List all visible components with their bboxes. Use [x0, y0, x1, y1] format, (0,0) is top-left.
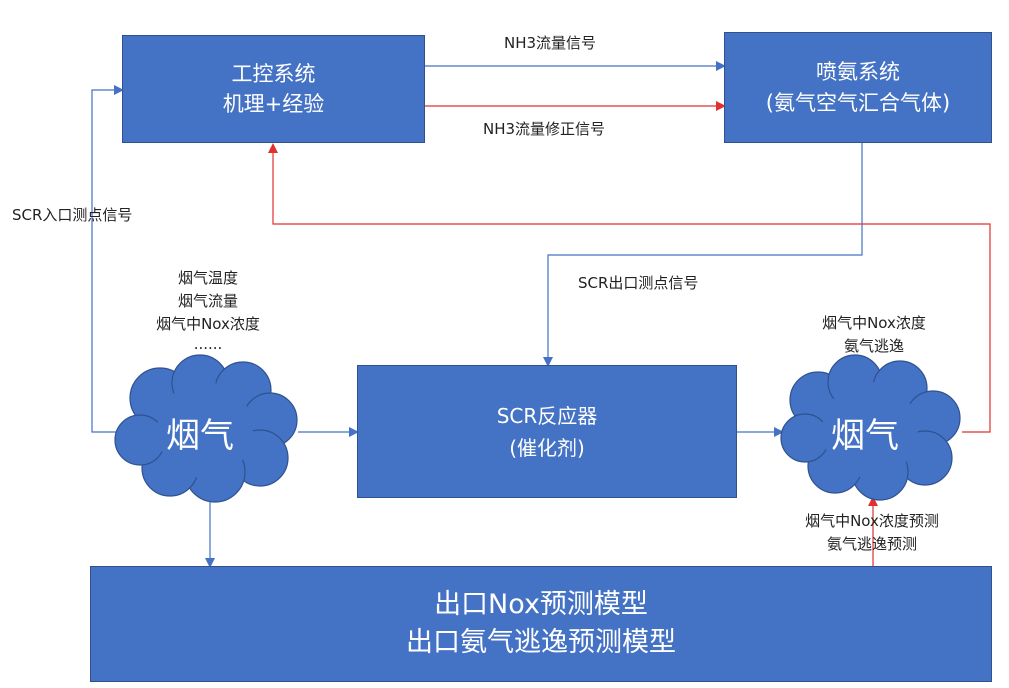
prediction-item: 氨气逃逸预测 [826, 535, 917, 553]
inlet-measurement-item: 烟气中Nox浓度 [156, 315, 260, 333]
scr-reactor-line2: (催化剂) [509, 435, 585, 460]
prediction-model-line2: 出口氨气逃逸预测模型 [406, 627, 676, 658]
prediction-labels: 烟气中Nox浓度预测 氨气逃逸预测 [772, 510, 972, 556]
outlet-measurement-item: 氨气逃逸 [843, 337, 904, 355]
control-system-box: 工控系统 机理+经验 [122, 35, 425, 143]
prediction-item: 烟气中Nox浓度预测 [805, 512, 939, 530]
arrow-inlet-signal [91, 85, 125, 433]
prediction-model-box: 出口Nox预测模型 出口氨气逃逸预测模型 [90, 566, 992, 682]
outlet-measurements: 烟气中Nox浓度 氨气逃逸 [786, 312, 962, 358]
inlet-measurements: 烟气温度 烟气流量 烟气中Nox浓度 ...... [120, 267, 296, 352]
inlet-measurement-item: 烟气温度 [177, 269, 238, 287]
inlet-measurement-item: 烟气流量 [177, 292, 238, 310]
flue-gas-outlet-cloud [780, 354, 961, 501]
control-system-line2: 机理+经验 [222, 92, 325, 116]
ammonia-injection-line1: 喷氨系统 [816, 59, 900, 84]
arrow-injection-to-reactor [543, 143, 863, 367]
nh3-flow-correction-signal-label: NH3流量修正信号 [483, 120, 606, 138]
arrow-outlet-feedback [268, 143, 991, 433]
scr-reactor-line1: SCR反应器 [496, 403, 598, 428]
ammonia-injection-box: 喷氨系统 (氨气空气汇合气体) [724, 32, 992, 143]
scr-reactor-box: SCR反应器 (催化剂) [357, 365, 737, 498]
control-system-line1: 工控系统 [231, 62, 316, 86]
inlet-measurement-item: ...... [193, 335, 223, 353]
scr-outlet-signal-label: SCR出口测点信号 [578, 274, 699, 292]
flue-gas-outlet-label: 烟气 [831, 416, 899, 456]
outlet-measurement-item: 烟气中Nox浓度 [822, 314, 926, 332]
prediction-model-line1: 出口Nox预测模型 [434, 589, 648, 620]
ammonia-injection-line2: (氨气空气汇合气体) [765, 90, 951, 115]
scr-inlet-signal-label: SCR入口测点信号 [12, 206, 133, 224]
nh3-flow-signal-label: NH3流量信号 [504, 34, 597, 52]
flue-gas-inlet-cloud [114, 354, 298, 503]
flue-gas-inlet-label: 烟气 [166, 416, 234, 456]
